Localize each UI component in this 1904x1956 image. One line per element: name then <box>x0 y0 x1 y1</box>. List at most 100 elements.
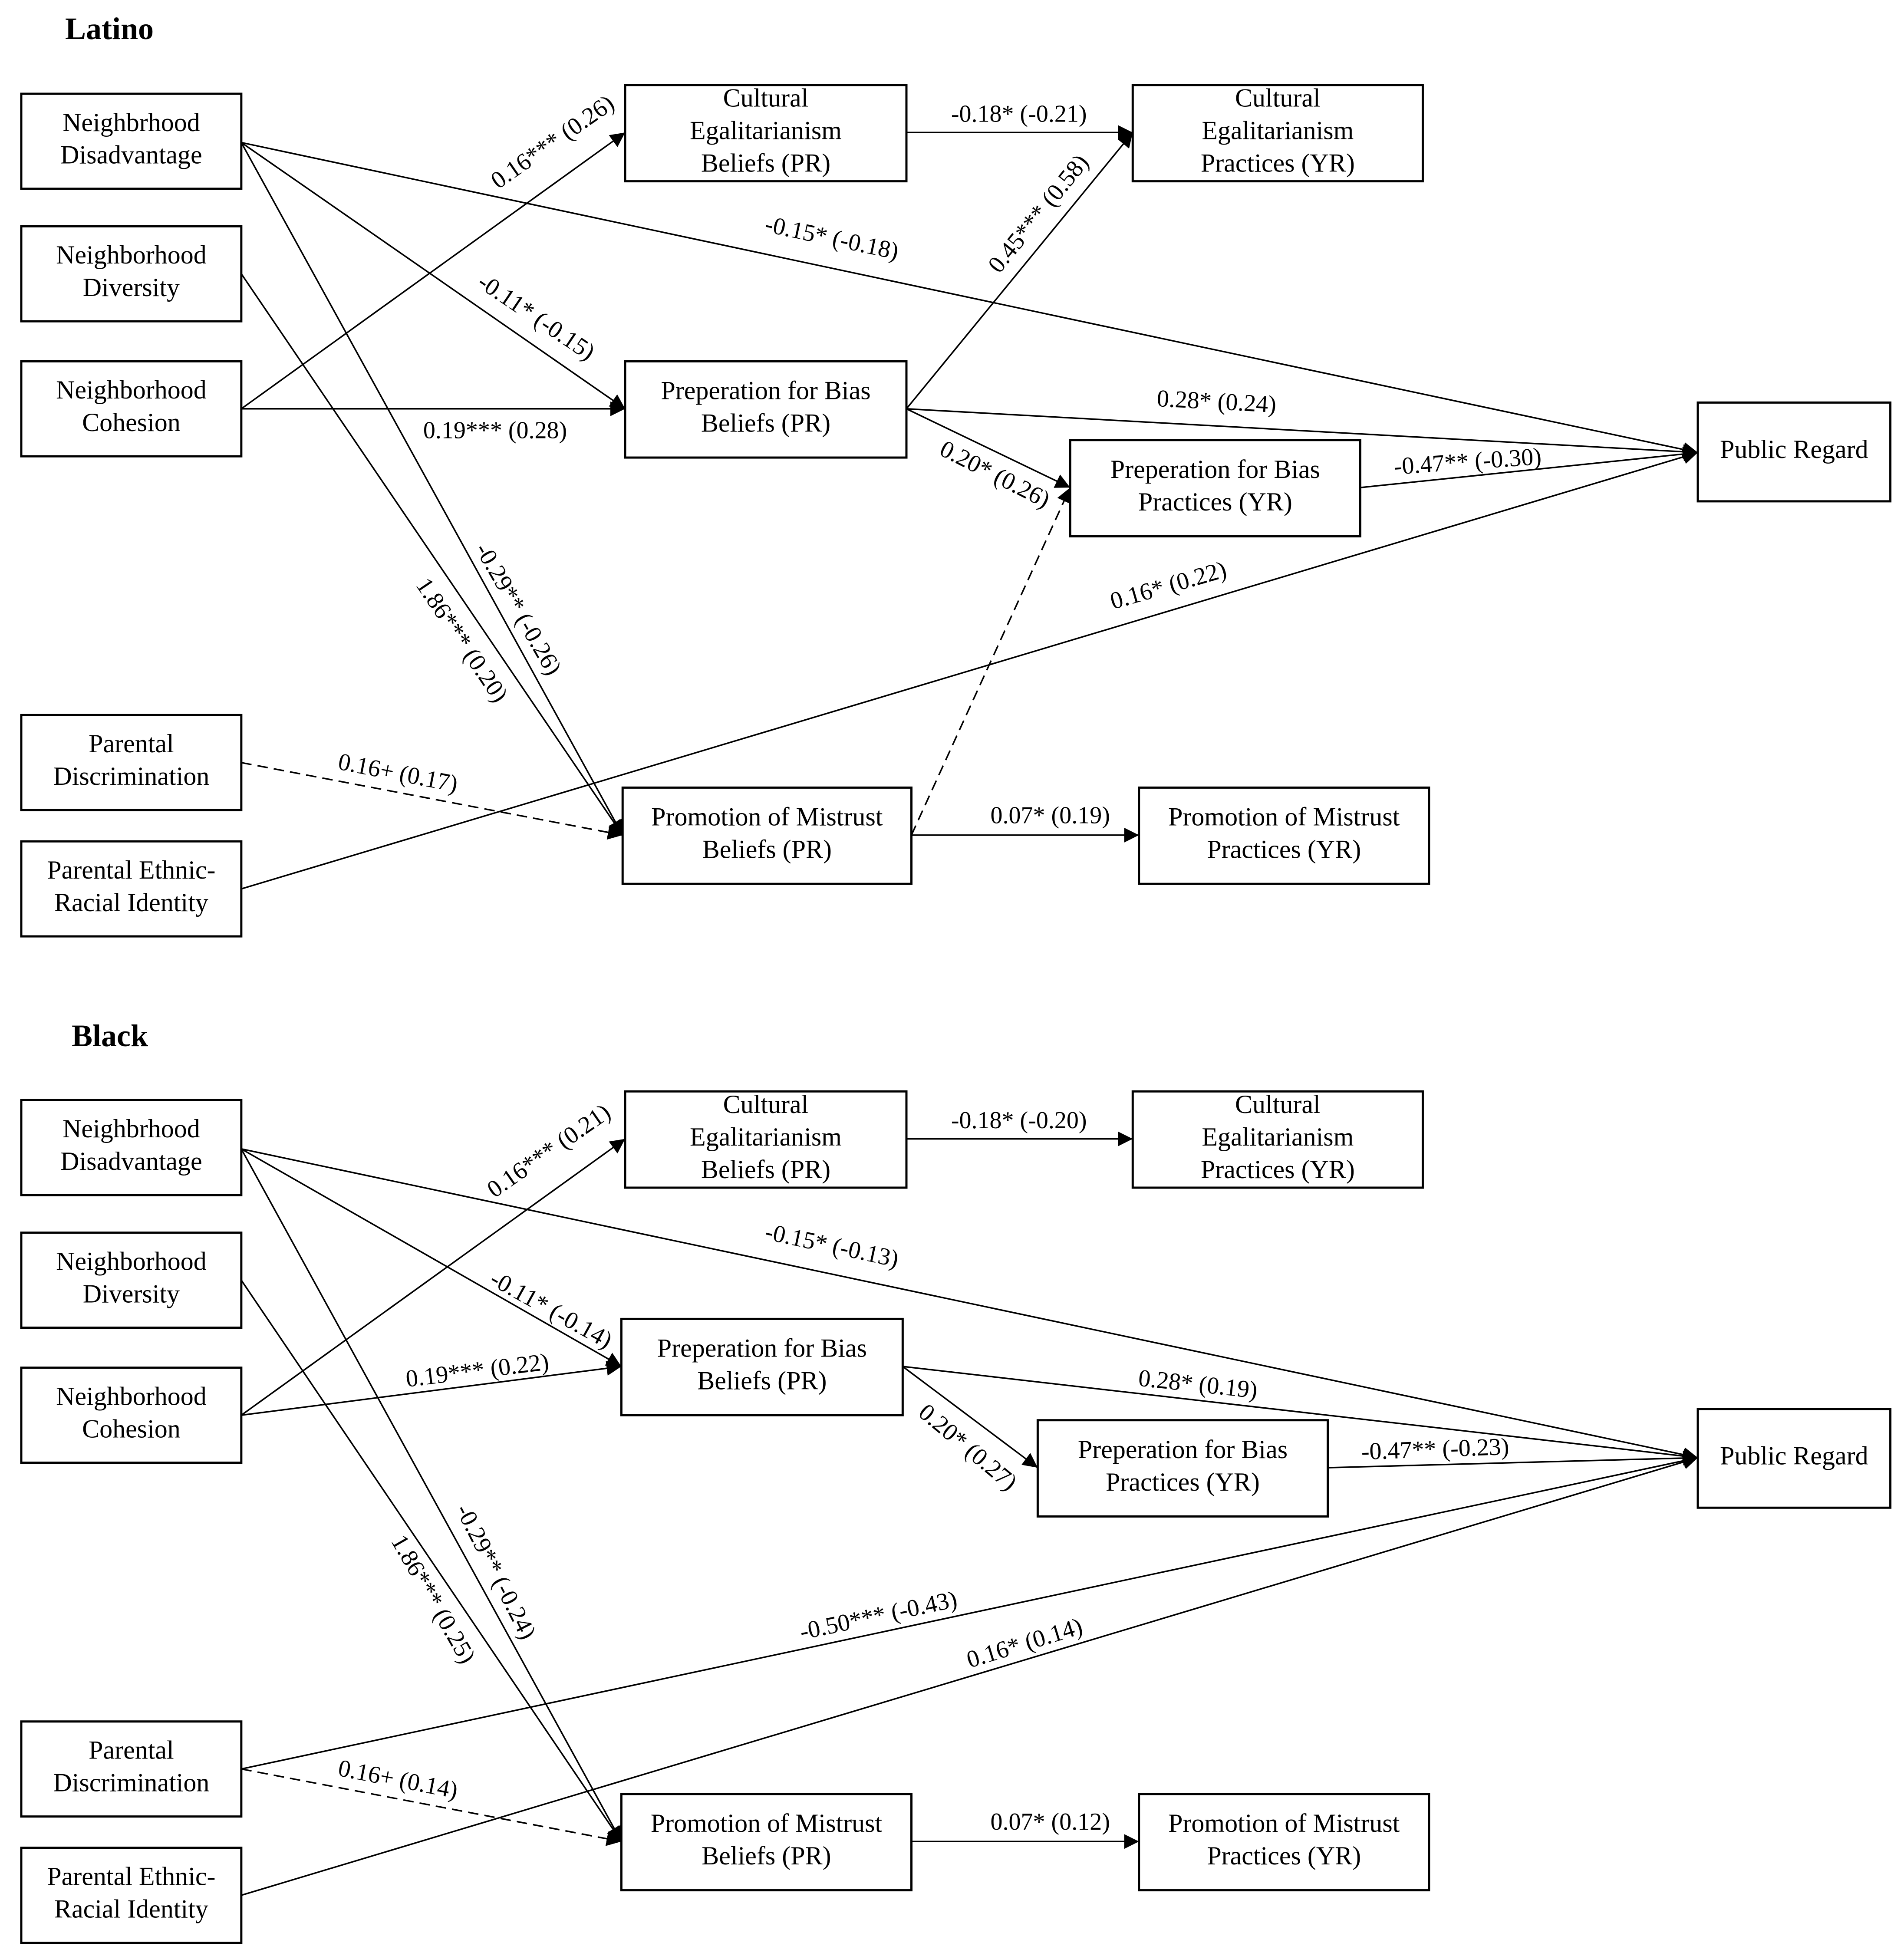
node-label-cep: Egalitarianism <box>1202 116 1354 145</box>
node-label-nc: Cohesion <box>82 1414 181 1443</box>
node-label-pmp: Practices (YR) <box>1207 1841 1361 1870</box>
edge-pd-to-pmb <box>241 762 623 840</box>
node-label-pmp: Practices (YR) <box>1207 835 1361 863</box>
edge-pd-to-pmb <box>241 1768 622 1846</box>
edge-nd-to-pr <box>241 142 1698 457</box>
node-box-ndiv <box>20 1232 243 1329</box>
node-label-nd: Neighbrhood <box>63 108 200 137</box>
node-label-nd: Disadvantage <box>60 141 202 169</box>
node-box-nc <box>20 1367 243 1464</box>
edge-nd-to-pmb <box>240 142 623 836</box>
panel-title-latino: Latino <box>65 11 154 46</box>
node-label-nc: Neighborhood <box>56 1382 207 1410</box>
node-label-pmb: Promotion of Mistrust <box>651 1809 883 1837</box>
node-box-pr <box>1696 401 1892 503</box>
node-label-ndiv: Diversity <box>83 273 180 302</box>
node-label-pmb: Beliefs (PR) <box>702 1841 831 1870</box>
node-box-ceb <box>624 84 908 183</box>
node-box-pbb <box>620 1317 904 1416</box>
panel-latino: Latino 0.16*** (0.26)-0.11* (-0.15)0.19*… <box>20 11 1892 938</box>
edge-pbb-to-pbp <box>902 1366 1038 1469</box>
edge-peri-to-pr <box>241 1455 1698 1896</box>
node-box-pmb <box>620 1793 913 1892</box>
edge-nc-to-ceb <box>240 1138 626 1416</box>
node-label-peri: Parental Ethnic- <box>47 856 215 884</box>
node-peri: Parental Ethnic-Racial Identity <box>20 1847 243 1944</box>
node-label-pmb: Beliefs (PR) <box>702 835 832 863</box>
nodes-black: NeighbrhoodDisadvantageNeighborhoodDiver… <box>20 1090 1892 1944</box>
node-label-pd: Parental <box>89 1736 174 1765</box>
node-label-cep: Egalitarianism <box>1202 1123 1354 1151</box>
node-label-pd: Parental <box>89 729 174 758</box>
node-label-nc: Neighborhood <box>56 375 207 404</box>
node-label-ndiv: Neighborhood <box>56 1247 207 1275</box>
node-label-peri: Racial Identity <box>54 888 208 917</box>
node-label-pmp: Promotion of Mistrust <box>1168 803 1400 831</box>
edge-label-pbb-to-pr: 0.28* (0.24) <box>1156 385 1277 418</box>
node-box-ceb <box>624 1090 908 1189</box>
edge-pbb-to-pbp <box>906 408 1071 488</box>
node-box-ndiv <box>20 225 243 323</box>
node-box-pmp <box>1138 1793 1430 1892</box>
node-label-pd: Discrimination <box>53 1768 209 1797</box>
edge-ndiv-to-pmb <box>240 273 623 836</box>
node-label-pr: Public Regard <box>1720 435 1868 464</box>
edge-peri-to-pr <box>241 450 1698 890</box>
edge-pd-to-pr <box>241 1453 1698 1770</box>
node-label-peri: Parental Ethnic- <box>47 1862 215 1890</box>
node-box-pd <box>20 1720 243 1818</box>
node-label-pbp: Practices (YR) <box>1138 487 1292 516</box>
node-label-ndiv: Diversity <box>83 1279 180 1308</box>
node-box-pbb <box>624 360 908 459</box>
node-box-nd <box>20 92 243 190</box>
node-label-cep: Cultural <box>1235 84 1321 112</box>
node-label-ceb: Cultural <box>723 1090 809 1119</box>
node-box-peri <box>20 840 243 938</box>
node-label-pbb: Preperation for Bias <box>657 1334 867 1363</box>
node-label-cep: Practices (YR) <box>1201 148 1355 177</box>
node-label-pmp: Promotion of Mistrust <box>1168 1809 1400 1837</box>
edge-pbb-to-pr <box>906 408 1698 459</box>
node-label-pbb: Beliefs (PR) <box>697 1366 827 1395</box>
node-label-pbp: Preperation for Bias <box>1110 455 1320 484</box>
node-label-cep: Practices (YR) <box>1201 1155 1355 1184</box>
node-label-nc: Cohesion <box>82 408 181 437</box>
node-box-pr <box>1696 1408 1892 1509</box>
node-label-pd: Discrimination <box>53 762 209 790</box>
node-peri: Parental Ethnic- Racial Identity <box>20 840 243 938</box>
node-label-pbp: Practices (YR) <box>1106 1468 1260 1496</box>
node-box-pmp <box>1138 786 1430 885</box>
edge-nd-to-pbb <box>240 142 626 410</box>
node-label-ceb: Cultural <box>723 84 809 112</box>
node-box-pbp <box>1069 439 1361 538</box>
node-label-ceb: Beliefs (PR) <box>701 148 830 177</box>
edge-pmb-to-pbp <box>910 487 1071 836</box>
panel-title-black: Black <box>72 1018 148 1053</box>
edge-nd-to-pbb <box>240 1148 622 1367</box>
edge-label-ceb-to-cep: -0.18* (-0.20) <box>951 1107 1087 1134</box>
edge-pbb-to-pr <box>903 1366 1698 1464</box>
node-box-cep <box>1131 84 1424 183</box>
node-pr: Public Regard <box>1696 401 1892 503</box>
edge-label-ceb-to-cep: -0.18* (-0.21) <box>951 101 1087 128</box>
node-box-cep <box>1131 1090 1424 1189</box>
